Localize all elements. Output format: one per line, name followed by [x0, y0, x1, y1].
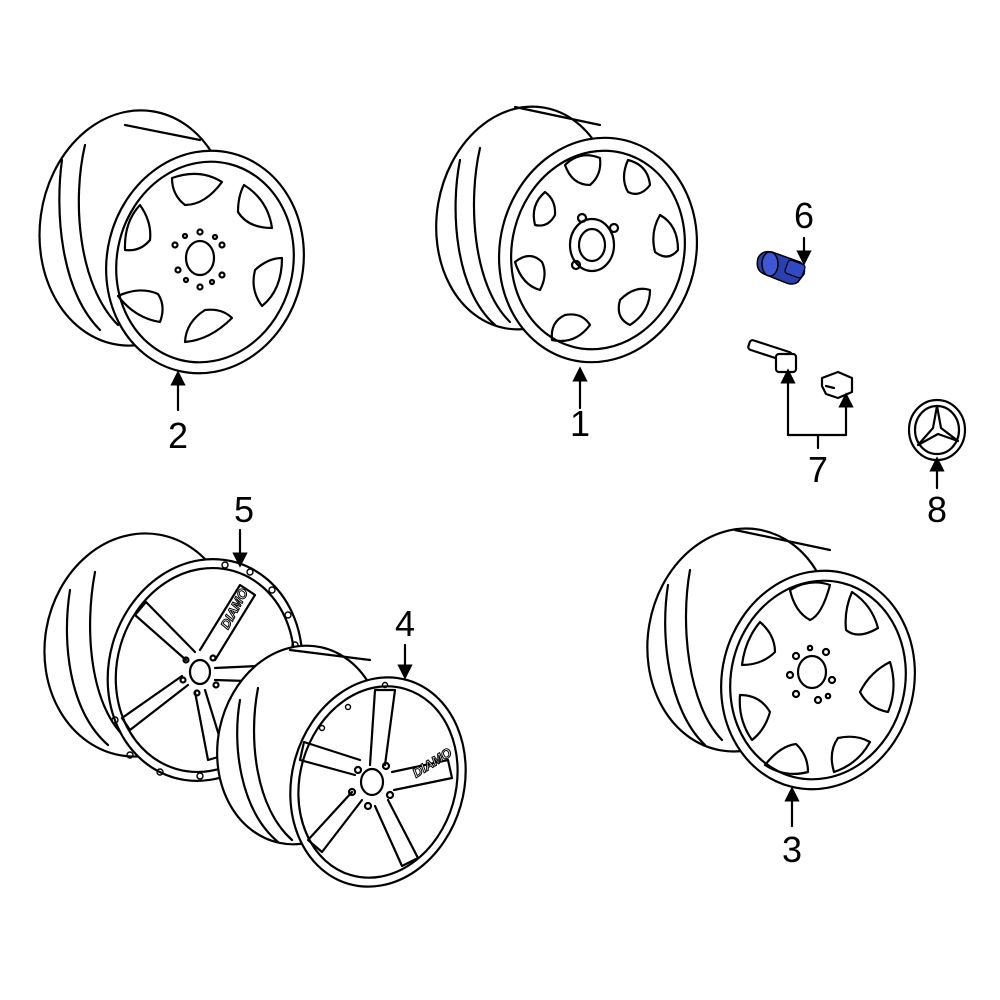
center-cap-part-8[interactable]	[907, 398, 967, 462]
callout-5: 5	[234, 489, 254, 530]
wheel-part-1[interactable]	[419, 92, 721, 383]
wheel-part-4[interactable]: DIAMO	[199, 630, 490, 907]
callout-4: 4	[395, 603, 415, 644]
valve-sensor-part-7[interactable]	[747, 339, 854, 450]
callout-2: 2	[168, 415, 188, 456]
wheel-part-3[interactable]	[630, 514, 938, 810]
callout-8: 8	[927, 489, 947, 530]
callout-1: 1	[570, 403, 590, 444]
wheel-part-2[interactable]	[25, 98, 328, 394]
callout-6: 6	[794, 195, 814, 236]
callout-3: 3	[782, 829, 802, 870]
callout-7: 7	[808, 449, 828, 490]
valve-stem-part-6[interactable]	[756, 250, 806, 285]
